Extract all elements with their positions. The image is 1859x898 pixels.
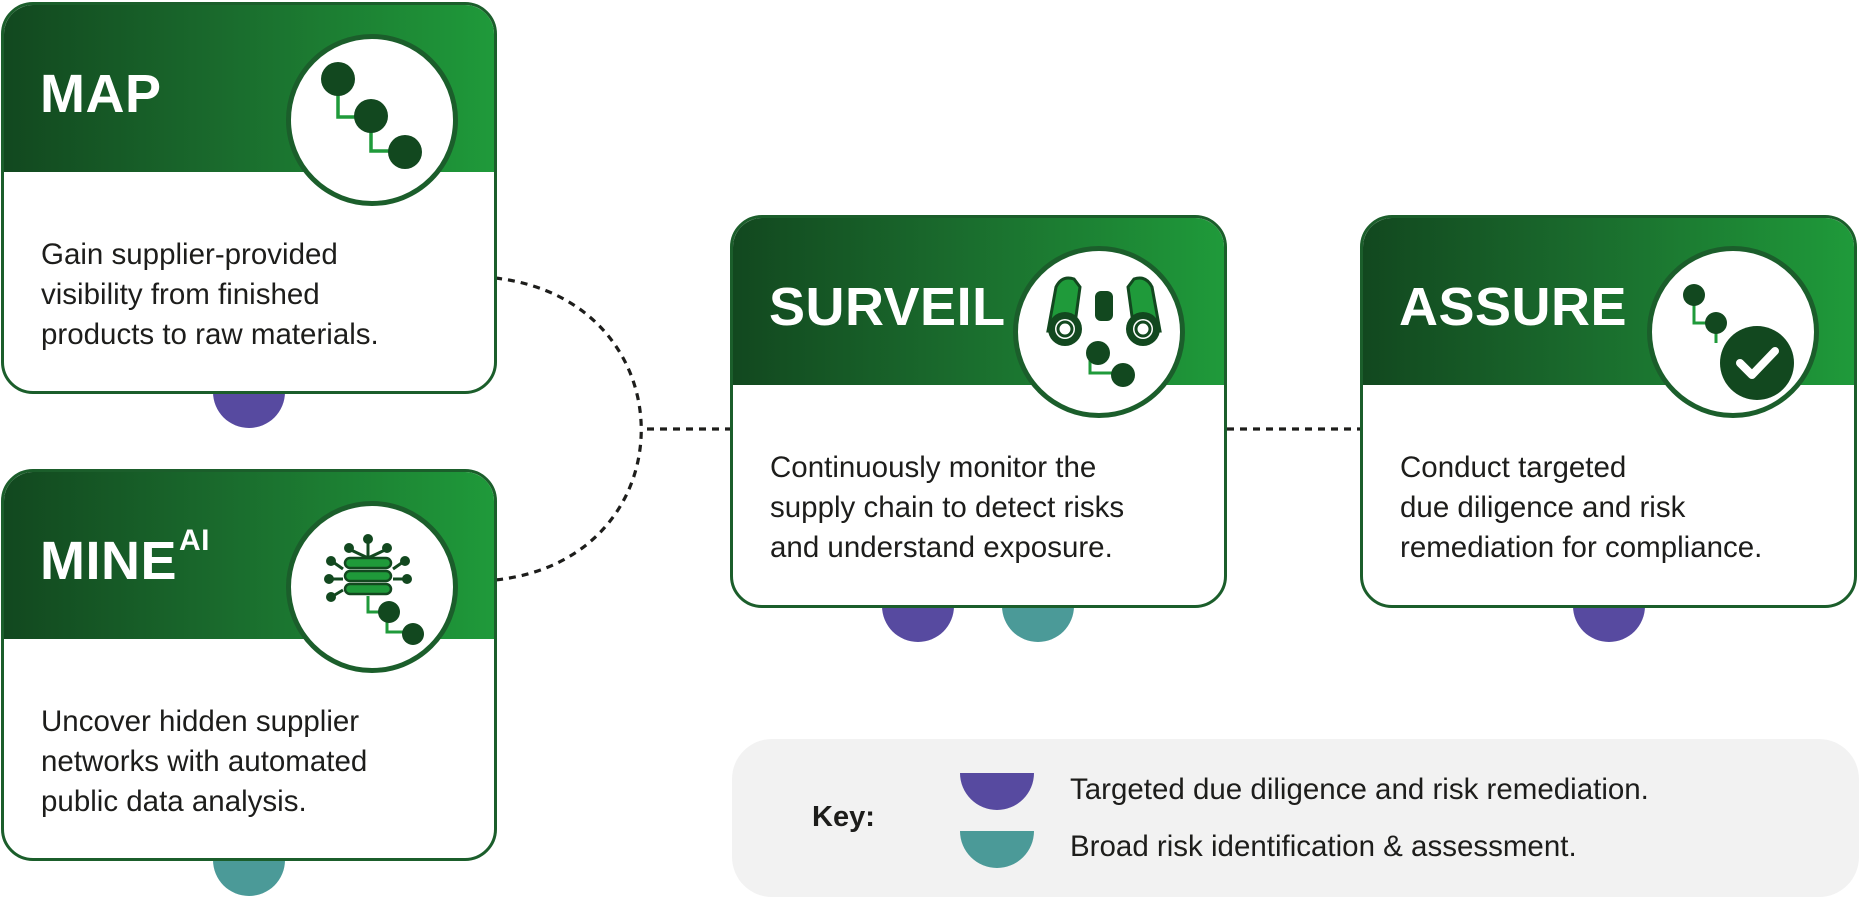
surveil-icon-circle bbox=[1013, 246, 1185, 418]
key-item-broad: Broad risk identification & assessment. bbox=[1070, 830, 1577, 863]
mine-title-suffix: AI bbox=[179, 524, 210, 557]
merge-connector bbox=[494, 276, 643, 582]
node-chain-icon bbox=[321, 62, 422, 169]
mine-icon-circle bbox=[286, 501, 458, 673]
assure-icon-circle bbox=[1647, 246, 1819, 418]
key-swatch-teal bbox=[960, 831, 1034, 868]
key-label: Key: bbox=[812, 801, 875, 833]
map-card-description: Gain supplier-provided visibility from f… bbox=[41, 238, 379, 351]
ai-chip-icon bbox=[324, 534, 424, 645]
assure-card-title: ASSURE bbox=[1399, 277, 1628, 337]
surveil-card-description: Continuously monitor the supply chain to… bbox=[770, 451, 1125, 564]
mine-card-title: MINEAI bbox=[40, 524, 210, 592]
map-card-title: MAP bbox=[40, 64, 162, 124]
assure-card-description: Conduct targeted due diligence and risk … bbox=[1400, 451, 1763, 564]
mine-card-description: Uncover hidden supplier networks with au… bbox=[41, 705, 368, 818]
map-icon-circle bbox=[286, 34, 458, 206]
surveil-card-title: SURVEIL bbox=[769, 277, 1006, 337]
checkmark-icon bbox=[1683, 284, 1794, 400]
mine-title-text: MINE bbox=[40, 531, 177, 591]
binoculars-icon bbox=[1046, 276, 1162, 387]
key-swatch-purple bbox=[960, 773, 1034, 810]
key-panel: Key: Targeted due diligence and risk rem… bbox=[732, 739, 1859, 897]
key-item-targeted: Targeted due diligence and risk remediat… bbox=[1070, 773, 1649, 806]
